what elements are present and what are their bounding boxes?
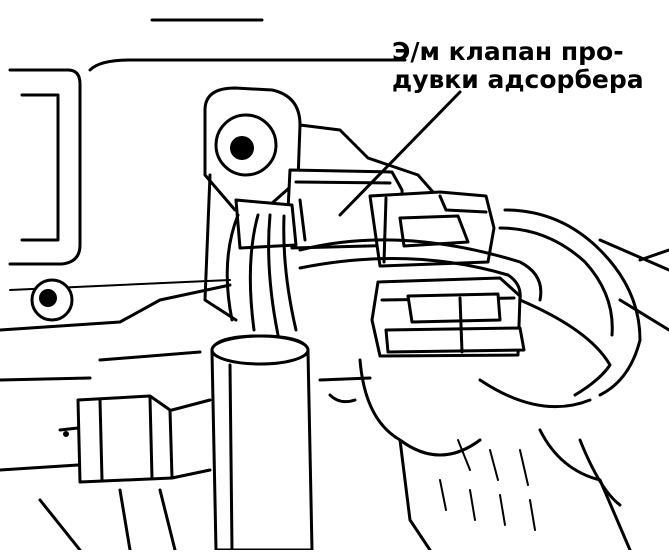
- callout-line-1: Э/м клапан про-: [392, 37, 624, 66]
- vacuum-hoses: [225, 213, 543, 337]
- front-tube: [210, 334, 314, 552]
- mounting-bracket: [203, 86, 442, 322]
- lower-left-component: [0, 394, 212, 552]
- misc-fittings: [98, 350, 372, 404]
- left-bolt: [30, 278, 74, 322]
- callout-leader-line: [338, 90, 462, 217]
- callout-label: Э/м клапан про- дувки адсорбера: [392, 38, 662, 94]
- wiring-harness: [358, 208, 669, 552]
- callout-line-2: дувки адсорбера: [392, 65, 644, 94]
- electrical-connector: [370, 276, 526, 358]
